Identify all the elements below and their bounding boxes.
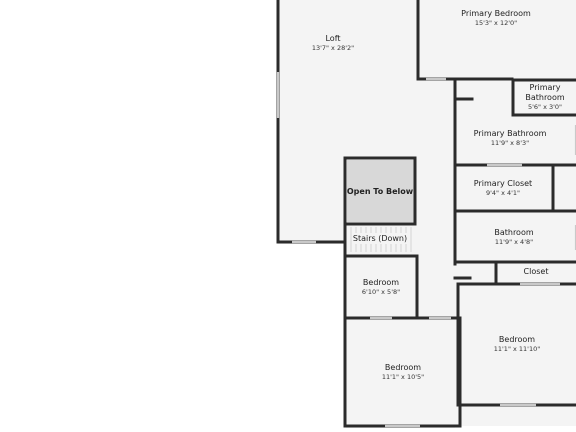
room-bedroom-small-name: Bedroom xyxy=(363,278,399,287)
room-bedroom-right-dim: 11'1" x 11'10" xyxy=(494,345,540,353)
room-open-to-below: Open To Below xyxy=(347,187,414,196)
room-primary-bedroom: Primary Bedroom 15'3" x 12'0" xyxy=(461,9,531,27)
room-loft-name: Loft xyxy=(325,34,340,43)
room-primary-bathroom-small-name-line1: Primary xyxy=(530,83,561,92)
room-bedroom-right-name: Bedroom xyxy=(499,335,535,344)
room-primary-bathroom-name: Primary Bathroom xyxy=(474,129,547,138)
room-bedroom-bottom: Bedroom 11'1" x 10'5" xyxy=(382,363,424,381)
room-primary-closet-dim: 9'4" x 4'1" xyxy=(486,189,520,197)
room-bedroom-small-dim: 6'10" x 5'8" xyxy=(362,288,400,296)
room-primary-closet: Primary Closet 9'4" x 4'1" xyxy=(474,179,532,197)
room-loft: Loft 13'7" x 28'2" xyxy=(312,34,354,52)
room-primary-bathroom-small: Primary Bathroom 5'6" x 3'0" xyxy=(525,83,565,111)
room-primary-bathroom: Primary Bathroom 11'9" x 8'3" xyxy=(474,129,547,147)
stairs-label-backdrop xyxy=(352,233,408,244)
room-primary-bedroom-dim: 15'3" x 12'0" xyxy=(475,19,517,27)
room-bedroom-bottom-dim: 11'1" x 10'5" xyxy=(382,373,424,381)
room-bathroom: Bathroom 11'9" x 4'8" xyxy=(494,228,534,246)
room-primary-bathroom-small-dim: 5'6" x 3'0" xyxy=(528,103,562,111)
floor-area xyxy=(278,0,576,428)
door-stubs xyxy=(453,97,474,280)
room-bedroom-right: Bedroom 11'1" x 11'10" xyxy=(494,335,540,353)
room-primary-bathroom-small-name-line2: Bathroom xyxy=(525,93,565,102)
room-stairs: Stairs (Down) xyxy=(352,233,408,244)
room-open-to-below-name: Open To Below xyxy=(347,187,414,196)
room-bathroom-dim: 11'9" x 4'8" xyxy=(495,238,533,246)
room-primary-closet-name: Primary Closet xyxy=(474,179,532,188)
room-stairs-name: Stairs (Down) xyxy=(353,234,407,243)
room-bedroom-small: Bedroom 6'10" x 5'8" xyxy=(362,278,400,296)
room-closet: Closet xyxy=(524,267,549,276)
windows xyxy=(276,72,576,428)
room-bedroom-bottom-name: Bedroom xyxy=(385,363,421,372)
open-to-below-void xyxy=(347,160,414,222)
room-primary-bathroom-dim: 11'9" x 8'3" xyxy=(491,139,529,147)
room-loft-dim: 13'7" x 28'2" xyxy=(312,44,354,52)
room-primary-bedroom-name: Primary Bedroom xyxy=(461,9,531,18)
room-closet-name: Closet xyxy=(524,267,549,276)
room-bathroom-name: Bathroom xyxy=(494,228,534,237)
